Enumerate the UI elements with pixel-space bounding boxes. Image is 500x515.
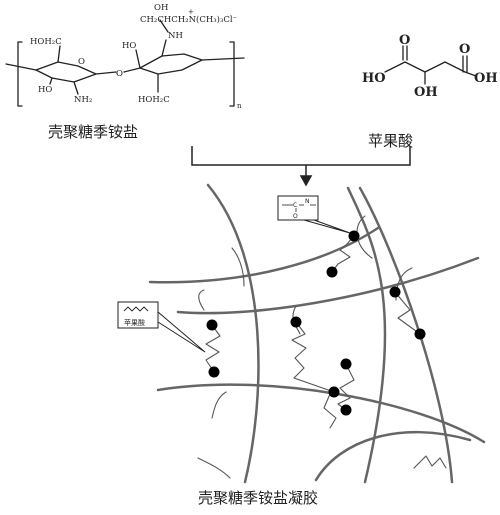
merge-arrow xyxy=(191,146,411,187)
malic-acid-labels: O O HO OH OH xyxy=(362,33,498,100)
glycosidic-bond-a xyxy=(95,71,117,75)
amide-callout-box xyxy=(277,195,319,221)
malic-callout-label: 苹果酸 xyxy=(124,318,145,327)
crosslink-zigzag-6 xyxy=(413,455,447,469)
crosslink-zigzag-5 xyxy=(394,291,421,335)
chitosan-structure xyxy=(5,19,245,107)
right-nh-bond xyxy=(161,39,167,57)
left-oh-bond xyxy=(49,77,53,85)
crosslink-zigzag-3 xyxy=(291,321,335,393)
polymer-chain-1 xyxy=(206,183,260,484)
left-ch2oh-bond xyxy=(57,45,61,63)
crosslink-node xyxy=(206,319,218,331)
malic-callout-box xyxy=(117,301,159,329)
crosslink-node xyxy=(290,316,302,328)
malic-callout-pointer xyxy=(157,311,206,353)
nh2-label: NH₂ xyxy=(74,95,92,105)
chitosan-salt-caption: 壳聚糖季铵盐 xyxy=(48,123,139,141)
chain-bond-left xyxy=(5,63,37,71)
nh-chain-bond xyxy=(159,19,169,33)
crosslink-node xyxy=(389,286,401,298)
right-hydroxyl-bond xyxy=(464,71,477,77)
malic-o-right: O xyxy=(459,42,470,57)
arrow-head xyxy=(299,175,313,187)
crosslink-zigzag-4 xyxy=(337,363,355,411)
left-hydroxyl-bond xyxy=(384,61,406,73)
merge-bracket xyxy=(191,146,411,166)
side-chain-charge: + xyxy=(188,8,194,16)
amide-callout-pointer xyxy=(303,219,351,234)
arc-2 xyxy=(198,289,205,311)
left-nh2-bond xyxy=(73,81,79,95)
crosslink-zigzag-7 xyxy=(323,393,337,429)
side-chain-formula: CH₂CHCH₂N(CH₃)₃Cl⁻ xyxy=(140,14,237,25)
crosslink-node xyxy=(348,230,360,242)
backbone-2 xyxy=(424,61,446,73)
nh-label: NH xyxy=(168,31,183,41)
malic-oh-mid: OH xyxy=(414,85,438,100)
crosslink-node xyxy=(326,266,338,278)
malic-mini-zigzag xyxy=(123,306,149,312)
gel-caption: 壳聚糖季铵盐凝胶 xyxy=(198,489,319,507)
malic-o-left: O xyxy=(399,33,410,48)
amide-callout: C N O xyxy=(277,195,351,234)
crosslink-node xyxy=(328,386,340,398)
malic-oh-right: OH xyxy=(474,71,498,86)
backbone-3 xyxy=(444,61,466,73)
repeat-n: n xyxy=(237,102,242,110)
left-sugar-ring xyxy=(35,61,97,83)
chain-bond-right xyxy=(201,57,245,61)
glycosidic-bond-b xyxy=(123,67,141,73)
arc-5 xyxy=(211,391,227,419)
right-ch2oh-label: HOH₂C xyxy=(138,95,170,105)
crosslink-zigzag-2 xyxy=(205,324,221,373)
amide-c-label: C xyxy=(293,202,297,209)
amide-n-label: N xyxy=(305,198,310,205)
arc-6 xyxy=(197,457,231,479)
crosslink-node xyxy=(340,404,352,416)
malic-callout: 苹果酸 xyxy=(117,301,206,353)
crosslink-nodes xyxy=(206,230,426,416)
right-ho-bond xyxy=(135,49,141,69)
left-bracket xyxy=(17,41,23,107)
right-sugar-ring xyxy=(139,53,203,75)
crosslink-zigzag-1 xyxy=(331,235,355,273)
arc-1 xyxy=(231,247,245,287)
crosslink-node xyxy=(414,328,426,340)
crosslink-node xyxy=(208,366,220,378)
malic-acid-structure xyxy=(384,45,477,85)
backbone-1 xyxy=(404,61,426,73)
malic-acid-caption: 苹果酸 xyxy=(368,132,414,150)
polymer-chain-2 xyxy=(358,186,454,484)
polymer-chain-4 xyxy=(148,226,380,284)
malic-ho-left: HO xyxy=(362,71,386,86)
crosslinks xyxy=(205,235,447,469)
polymer-chain-7 xyxy=(314,430,472,482)
polymer-network xyxy=(148,183,486,484)
side-chain-oh: OH xyxy=(154,3,168,13)
link-o-label: O xyxy=(116,69,123,79)
right-bracket xyxy=(229,41,235,107)
polymer-chain-3 xyxy=(346,186,387,484)
polymer-chain-5 xyxy=(176,256,480,315)
right-ho-label: HO xyxy=(122,41,136,51)
amide-o-label: O xyxy=(293,213,298,220)
left-ch2oh-label: HOH₂C xyxy=(30,37,62,47)
left-ho-label: HO xyxy=(38,85,52,95)
ring-o-left: O xyxy=(78,57,85,67)
crosslink-node xyxy=(340,358,352,370)
chitosan-labels: OH CH₂CHCH₂N(CH₃)₃Cl⁻ + NH HO HOH₂C HO O… xyxy=(30,3,242,110)
